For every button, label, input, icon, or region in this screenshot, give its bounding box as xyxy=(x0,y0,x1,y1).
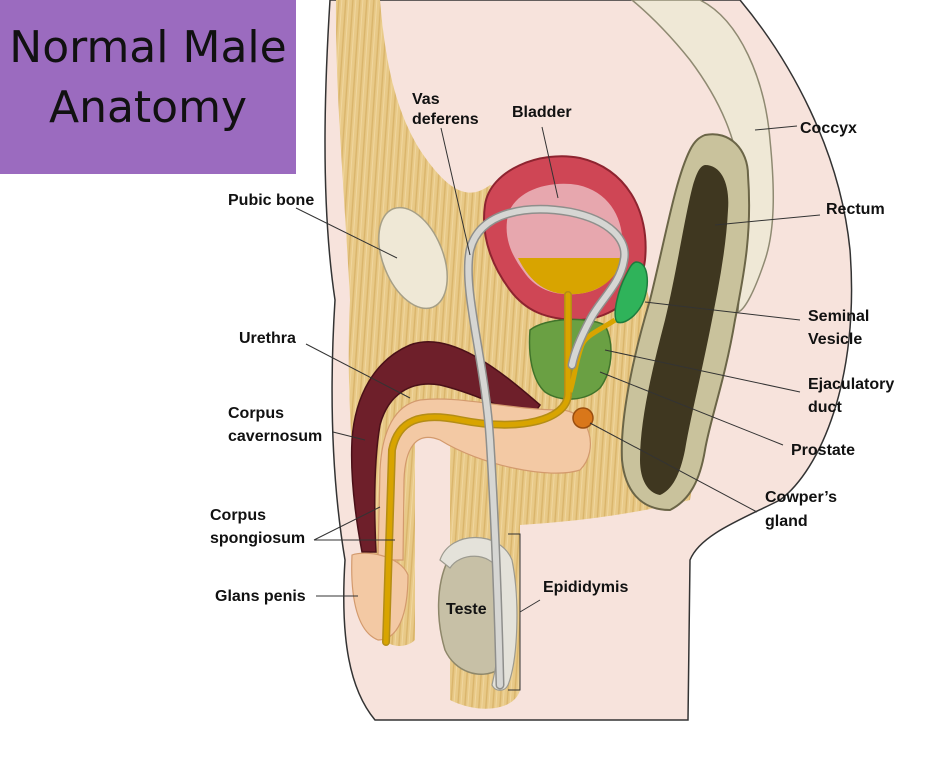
label-epididymis: Epididymis xyxy=(543,579,628,596)
bladder-urine xyxy=(518,258,622,295)
glans-penis-shape xyxy=(351,552,409,641)
label-pubic-bone: Pubic bone xyxy=(228,192,314,209)
label-urethra: Urethra xyxy=(239,330,296,347)
coccyx-bone xyxy=(630,0,775,314)
pubic-bone-leader xyxy=(295,207,398,259)
label-corpus-cavernosum-1: Corpus xyxy=(228,405,284,422)
label-ejaculatory-duct-1: Ejaculatory xyxy=(808,376,894,393)
corpus-cavernosum-leader xyxy=(332,431,366,441)
label-bladder: Bladder xyxy=(512,104,572,121)
label-rectum: Rectum xyxy=(826,201,885,218)
label-corpus-spongiosum-1: Corpus xyxy=(210,507,266,524)
seminal-vesicle-shape xyxy=(614,261,649,324)
label-coccyx: Coccyx xyxy=(800,120,857,137)
bladder-leader xyxy=(541,126,559,199)
label-prostate: Prostate xyxy=(791,442,855,459)
corpus-spongiosum-shape xyxy=(377,398,591,561)
urethra-leader xyxy=(305,343,411,399)
rectum-leader xyxy=(714,214,821,226)
prostate-leader xyxy=(599,371,784,446)
pubic-bone xyxy=(378,206,448,310)
label-cowpers-gland-2: gland xyxy=(765,513,808,530)
coccyx-leader xyxy=(754,125,798,131)
label-seminal-vesicle-1: Seminal xyxy=(808,308,869,325)
pelvic-tissue xyxy=(335,0,693,709)
title-line-1: Normal Male xyxy=(9,22,287,73)
vas-deferens-tube-inner xyxy=(465,206,628,688)
title-box: Normal Male Anatomy xyxy=(0,0,296,174)
rectum-lumen xyxy=(640,165,729,495)
label-seminal-vesicle-2: Vesicle xyxy=(808,331,862,348)
corpus-spongiosum-leader-1 xyxy=(313,506,381,541)
label-teste: Teste xyxy=(446,601,487,618)
corpus-cavernosum-shape xyxy=(350,341,541,553)
vas-deferens-leader xyxy=(440,127,471,256)
title-line-2: Anatomy xyxy=(48,82,248,133)
label-cowpers-gland-1: Cowper’s xyxy=(765,489,837,506)
label-corpus-spongiosum-2: spongiosum xyxy=(210,530,305,547)
label-glans-penis: Glans penis xyxy=(215,588,306,605)
label-corpus-cavernosum-2: cavernosum xyxy=(228,428,322,445)
seminal-vesicle-leader xyxy=(644,301,801,321)
label-vas-deferens-2: deferens xyxy=(412,111,479,128)
urethra-tube-inner xyxy=(383,292,571,645)
cowpers-gland-shape xyxy=(572,407,594,429)
label-vas-deferens-1: Vas xyxy=(412,91,440,108)
cowpers-gland-leader xyxy=(589,422,758,513)
epididymis-bracket xyxy=(508,533,541,691)
label-ejaculatory-duct-2: duct xyxy=(808,399,842,416)
ejaculatory-duct-leader xyxy=(604,349,801,393)
